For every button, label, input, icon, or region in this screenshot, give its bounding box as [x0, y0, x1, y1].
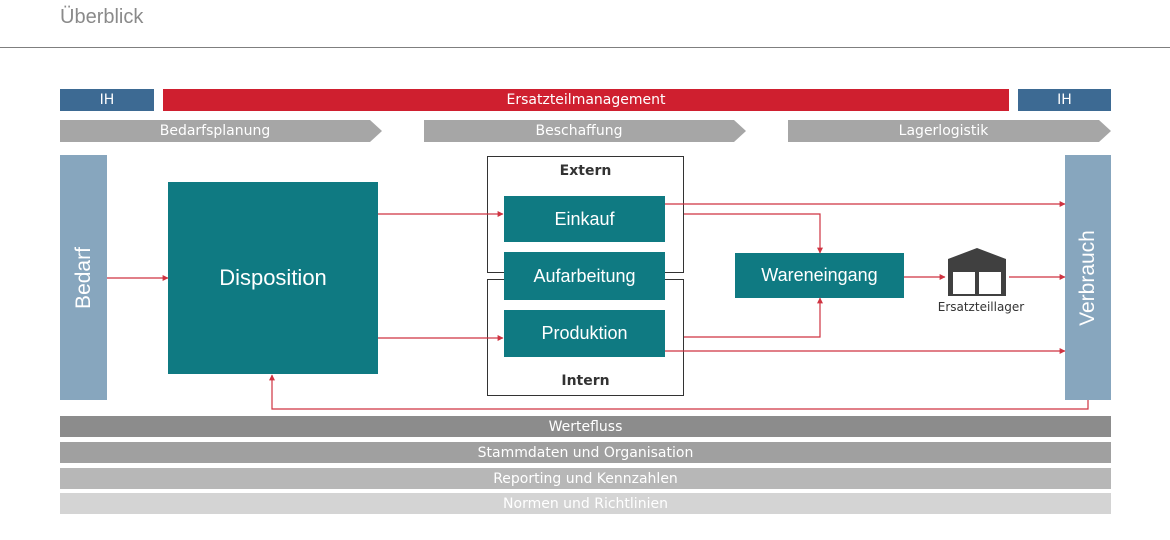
footer-bar-reporting: Reporting und Kennzahlen: [60, 468, 1111, 489]
ih-right-bar: IH: [1018, 89, 1111, 111]
warehouse-icon: [948, 248, 1006, 296]
phase-bedarfsplanung: Bedarfsplanung: [159, 123, 271, 139]
bedarf-bar: Bedarf: [60, 155, 107, 400]
phase-beschaffung: Beschaffung: [535, 123, 623, 139]
disposition-box: Disposition: [168, 182, 378, 374]
ersatzteillager-label: Ersatzteillager: [937, 300, 1025, 314]
wareneingang-box: Wareneingang: [735, 253, 904, 298]
aufarbeitung-box: Aufarbeitung: [504, 252, 665, 300]
verbrauch-bar: Verbrauch: [1065, 155, 1111, 400]
page-title: Überblick: [60, 6, 144, 28]
einkauf-box: Einkauf: [504, 196, 665, 242]
produktion-box: Produktion: [504, 310, 665, 357]
footer-bar-normen: Normen und Richtlinien: [60, 493, 1111, 514]
footer-bar-stammdaten: Stammdaten und Organisation: [60, 442, 1111, 463]
extern-label: Extern: [559, 163, 612, 179]
phase-lagerlogistik: Lagerlogistik: [898, 123, 989, 139]
intern-label: Intern: [561, 373, 610, 389]
title-divider: [0, 47, 1170, 48]
ersatzteilmanagement-bar: Ersatzteilmanagement: [163, 89, 1009, 111]
footer-bar-wertefluss: Wertefluss: [60, 416, 1111, 437]
ih-left-bar: IH: [60, 89, 154, 111]
